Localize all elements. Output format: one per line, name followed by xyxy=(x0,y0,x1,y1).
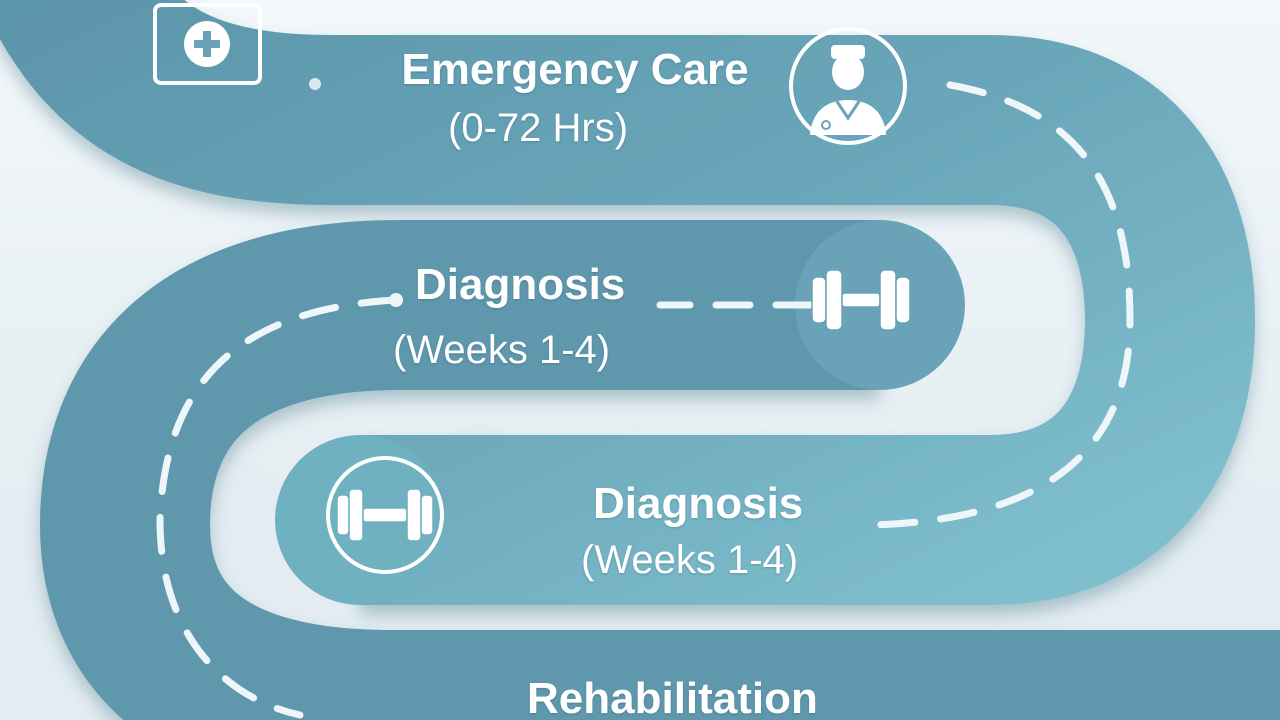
stage-diagnosis-period: (Weeks 1-4) xyxy=(393,328,611,372)
stage-diagnosis-2-period: (Weeks 1-4) xyxy=(581,538,799,582)
dash-line-right xyxy=(866,81,1134,529)
doctor-icon xyxy=(789,27,907,145)
stage-period: (0-72 Hrs) xyxy=(448,106,629,150)
path-marker-dot xyxy=(389,293,403,307)
dumbbell-icon-bottom xyxy=(326,456,444,574)
stage-rehabilitation-title: Rehabilitation xyxy=(527,674,818,720)
medical-kit-icon xyxy=(153,3,262,85)
stage-diagnosis-2-title: Diagnosis xyxy=(593,479,804,528)
road-segment-upper xyxy=(0,0,1256,605)
stage-title: Emergency Care xyxy=(401,45,749,94)
stage-emergency-care: Emergency Care xyxy=(390,48,760,92)
dash-line-left xyxy=(156,296,399,719)
stage-diagnosis-title: Diagnosis xyxy=(415,260,626,309)
path-start-dot xyxy=(309,78,321,90)
dumbbell-icon-top xyxy=(811,269,911,331)
